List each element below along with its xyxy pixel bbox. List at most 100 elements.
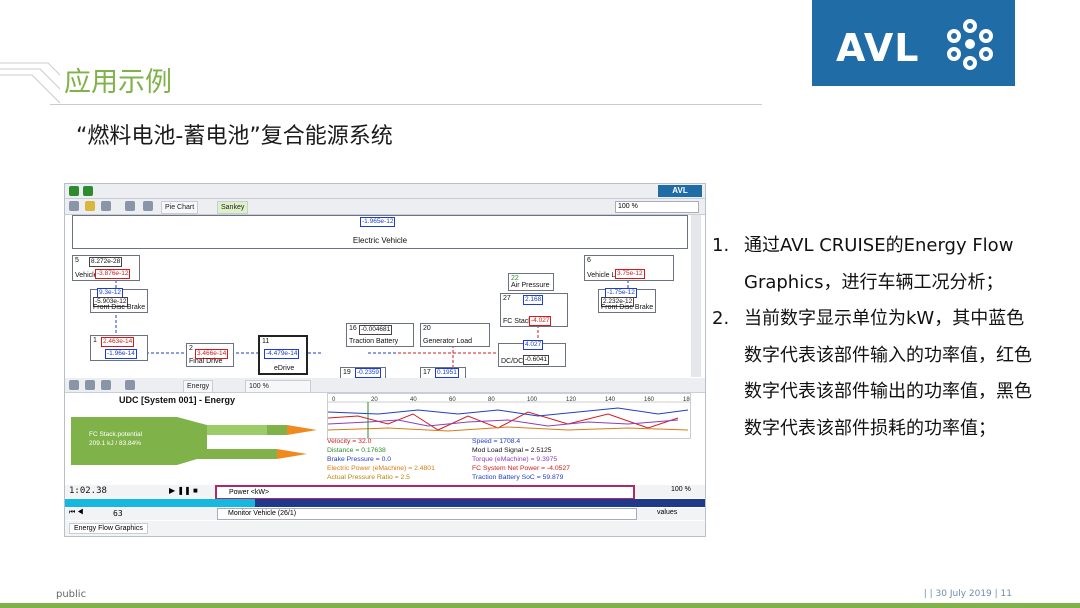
node-edrive[interactable]: 11 -4.479e-14 eDrive <box>258 335 308 375</box>
sankey-chart <box>71 417 317 465</box>
vehicle-select[interactable]: Monitor Vehicle (26/1) <box>217 508 637 520</box>
plot-tick-label: 80 <box>488 397 495 403</box>
bullet-item: 1.通过AVL CRUISE的Energy Flow Graphics，进行车辆… <box>712 228 1042 301</box>
node-number: 19 <box>343 369 351 376</box>
panel-zoom-select[interactable]: 100 % <box>245 380 311 393</box>
node-fc-stack[interactable]: 27 2.168 FC Stack -4.027 <box>500 293 568 327</box>
tab-row: Energy Flow Graphics <box>65 521 705 536</box>
pie-chart-button[interactable]: Pie Chart <box>161 201 199 214</box>
energy-button[interactable]: Energy <box>183 380 214 393</box>
sankey-button[interactable]: Sankey <box>217 201 249 214</box>
frame-number: 63 <box>113 509 123 518</box>
node-rear-disc-brake[interactable]: -1.75e-12 2.232e-12 Front Disc Brake <box>598 288 656 313</box>
node-label: Vehicle Left <box>75 272 112 279</box>
node-number: 2 <box>189 345 193 352</box>
bullet-number: 2. <box>712 308 730 329</box>
node-electric-vehicle[interactable]: -1.965e-12 Electric Vehicle <box>72 215 688 249</box>
footer-classification: public <box>56 589 87 600</box>
node-value: -0.2359 <box>355 368 382 378</box>
signal-select[interactable]: Power <kW> <box>215 485 635 500</box>
node-front-disc-brake[interactable]: 9.3e-12 -5.903e-12 Front Disc Brake <box>90 288 148 313</box>
node-generator-load[interactable]: 20 Generator Load <box>420 323 490 347</box>
signal-plot-svg: 020406080100120140160180 <box>327 397 694 438</box>
node-label: Front Disc Brake <box>93 304 146 311</box>
node-value: -4.479e-14 <box>264 349 300 359</box>
node-value: -0.004681 <box>359 325 393 335</box>
plot-tick-label: 180 <box>683 397 690 403</box>
node-value: 2.168 <box>523 295 544 305</box>
sankey-source-label: FC Stack.potential <box>89 431 143 438</box>
plot-tick-label: 160 <box>644 397 655 403</box>
node-value: 3.466e-14 <box>195 349 229 359</box>
node-label: FC Stack <box>503 318 532 325</box>
energy-flow-diagram: -1.965e-12 Electric Vehicle 5 8.272e-28 … <box>68 215 688 379</box>
signal-torque: Torque (eMachine) = 9.3975 <box>472 456 558 463</box>
avl-logo: AVL <box>812 0 1015 86</box>
node-number: 5 <box>75 257 79 264</box>
play-controls[interactable]: ▶ ❚❚ ■ <box>169 486 198 495</box>
slide-title: 应用示例 <box>64 67 172 98</box>
frame-row: ⏮ ◀ 63 Monitor Vehicle (26/1) values <box>65 508 705 520</box>
new-file-icon[interactable] <box>69 201 79 211</box>
node-value: 4.027 <box>523 340 544 350</box>
node-label: Air Pressure <box>511 282 550 289</box>
node-label: DC/DC Cell <box>501 358 538 365</box>
node-number: 16 <box>349 325 357 332</box>
open-folder-icon[interactable] <box>85 201 95 211</box>
decorative-lines <box>0 62 60 104</box>
print-icon[interactable] <box>143 201 153 211</box>
plot-tick-label: 40 <box>410 397 417 403</box>
bullet-list: 1.通过AVL CRUISE的Energy Flow Graphics，进行车辆… <box>712 228 1042 447</box>
node-19[interactable]: 19 -0.2359 <box>340 367 386 379</box>
node-dcdc[interactable]: 4.027 DC/DC Cell -0.6041 <box>498 340 566 367</box>
node-vehicle-left[interactable]: 5 8.272e-28 Vehicle Left -3.876e-12 <box>72 255 140 281</box>
footer-bar <box>0 603 1080 608</box>
node-number: 27 <box>503 295 511 302</box>
zoom-select[interactable]: 100 % <box>615 201 699 213</box>
sankey-panel: UDC [System 001] - Energy FC Stack.poten… <box>67 393 322 478</box>
avl-snowflake-icon <box>947 19 993 70</box>
node-final-drive[interactable]: 2 3.466e-14 Final Drive <box>186 343 234 367</box>
node-number: 1 <box>93 337 97 344</box>
node-vehicle-right[interactable]: 6 Vehicle Left 3.75e-12 <box>584 255 674 281</box>
node-value: -1.96e-14 <box>105 349 137 359</box>
node-label: Front Disc Brake <box>601 304 654 311</box>
signal-distance: Distance = 0.17638 <box>327 447 386 454</box>
node-number: 11 <box>262 338 270 345</box>
paste-icon[interactable] <box>101 380 111 390</box>
signal-pressure-ratio: Actual Pressure Ratio = 2.5 <box>327 474 410 481</box>
sankey-source-value: 209.1 kJ / 83.84% <box>89 440 142 447</box>
signal-velocity: Velocity = 32.0 <box>327 438 372 445</box>
copy-icon[interactable] <box>85 380 95 390</box>
copy-icon[interactable] <box>125 201 135 211</box>
values-label: values <box>657 509 678 516</box>
plot-tick-label: 0 <box>332 397 336 403</box>
sankey-title: UDC [System 001] - Energy <box>119 395 236 405</box>
node-1[interactable]: 1 2.463e-14 -1.96e-14 <box>90 335 148 361</box>
node-traction-battery[interactable]: 16 -0.004681 Traction Battery <box>346 323 414 347</box>
node-number: 6 <box>587 257 591 264</box>
plot-tick-label: 20 <box>371 397 378 403</box>
playback-time: 1:02.38 <box>69 486 107 496</box>
timeline-progress[interactable] <box>65 499 705 507</box>
analysis-toolbar: Energy 100 % <box>65 378 705 393</box>
plot-tick-label: 100 <box>527 397 538 403</box>
bullet-text: 当前数字显示单位为kW，其中蓝色数字代表该部件输入的功率值，红色数字代表该部件输… <box>744 308 1032 439</box>
signal-plot: 020406080100120140160180 <box>327 393 694 439</box>
frame-nav-icon[interactable]: ⏮ ◀ <box>69 509 84 516</box>
node-value: 2.232e-12 <box>601 297 635 307</box>
logo-text: AVL <box>836 26 920 70</box>
app-toolbar: Pie Chart Sankey 100 % <box>65 199 705 215</box>
node-value: -5.903e-12 <box>93 297 129 307</box>
refresh-icon[interactable] <box>83 186 93 196</box>
save-icon[interactable] <box>101 201 111 211</box>
app-titlebar: AVL <box>65 184 705 199</box>
view-icon[interactable] <box>69 380 79 390</box>
node-air-pressure[interactable]: 22 Air Pressure <box>508 273 554 291</box>
tab-energy-flow-graphics[interactable]: Energy Flow Graphics <box>69 523 148 534</box>
node-number: 20 <box>423 325 431 332</box>
diagram-scrollbar[interactable] <box>691 215 701 377</box>
print-icon[interactable] <box>125 380 135 390</box>
slide-subtitle: “燃料电池-蓄电池”复合能源系统 <box>76 124 393 149</box>
back-icon[interactable] <box>69 186 79 196</box>
